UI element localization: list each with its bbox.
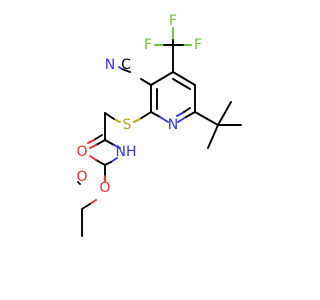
bond-nitrile-c-n-1 xyxy=(121,68,131,73)
atom-f2: F xyxy=(144,37,152,53)
atom-nitrile-c: C xyxy=(121,57,131,73)
atom-nitrile-n: N xyxy=(105,57,115,73)
bond-n-carbamate xyxy=(104,161,112,166)
bond-amide-co-2 xyxy=(93,134,103,141)
bond-s-ch2-colored xyxy=(113,118,121,123)
bond-ring-s xyxy=(139,111,152,120)
atom-carbamate-o: O xyxy=(76,169,87,185)
bond-s-ch2 xyxy=(104,112,115,120)
atom-ester-o: O xyxy=(99,180,110,196)
bond-amide-cn xyxy=(104,139,115,146)
bond-co-2 xyxy=(77,181,81,185)
bond-ring-c5-c4 xyxy=(172,71,196,86)
atom-f3: F xyxy=(194,37,202,53)
bond-ring-c5-c4-inner xyxy=(172,78,191,90)
bond-ring-n-c6-inner xyxy=(183,107,191,113)
molecule-structure: F F F N C N S O NH O O xyxy=(76,13,242,237)
bond-n-carbamate-colored xyxy=(110,157,118,163)
bond-amide-co-1-colored xyxy=(89,144,97,149)
bond-ring-n-c6 xyxy=(185,111,196,118)
bond-nitrile-attach xyxy=(140,78,152,86)
bond-o-ch2 xyxy=(81,203,91,210)
bond-carbamate-co-1 xyxy=(95,159,106,166)
bond-amide-co-2-colored xyxy=(87,139,95,144)
bond-o-ch2-colored xyxy=(89,199,97,205)
bond-tbu-me3 xyxy=(207,124,219,149)
bond-ring-n-c6-colored xyxy=(177,116,187,123)
atom-sulfur: S xyxy=(123,117,132,133)
bond-amide-cn-colored xyxy=(113,144,121,149)
bond-ring-c2-n xyxy=(150,111,161,118)
bond-carbamate-co-1-colored xyxy=(89,155,97,161)
bond-tbu-attach xyxy=(194,111,219,126)
bond-amide-co-1 xyxy=(95,139,106,146)
atom-pyridine-n: N xyxy=(168,117,178,133)
bond-ring-n-c6-inner-colored xyxy=(176,111,185,117)
bond-ring-c4-c3 xyxy=(150,71,174,86)
bond-ring-s-colored xyxy=(133,118,141,123)
bond-tbu-me1 xyxy=(217,101,232,126)
atom-amide-o: O xyxy=(76,144,87,160)
bond-nitrile-c-n-colored xyxy=(118,66,123,70)
bond-ring-c2-n-colored xyxy=(159,116,169,123)
atom-nh: NH xyxy=(116,144,137,160)
atom-f1: F xyxy=(169,13,177,29)
